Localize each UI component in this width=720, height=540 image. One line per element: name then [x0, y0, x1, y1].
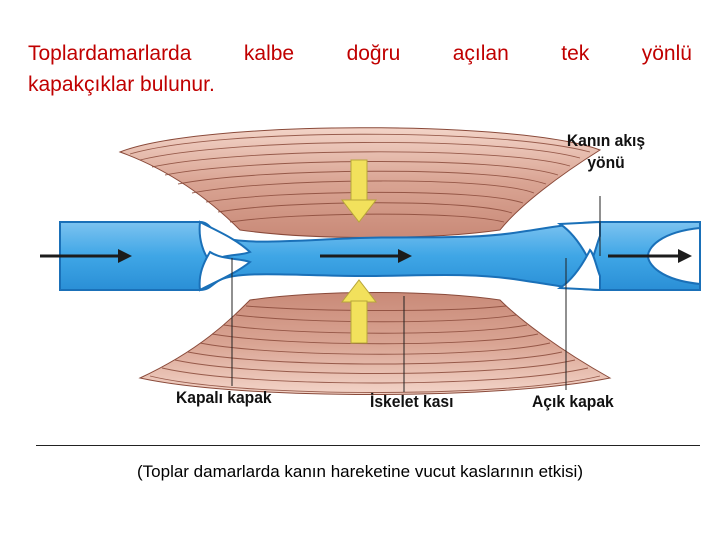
heading-word: tek: [561, 42, 590, 65]
open-valve-label: Açık kapak: [532, 392, 614, 411]
flow-direction-label-line-1: Kanın akış: [566, 131, 646, 150]
closed-valve: [198, 220, 252, 292]
flow-direction-label-line-2: yönü: [587, 153, 625, 172]
closed-valve-label: Kapalı kapak: [176, 388, 272, 407]
divider-line: [36, 445, 700, 446]
open-valve: [556, 220, 601, 292]
heading-line-2: kapakçıklar bulunur.: [28, 73, 215, 96]
vein-muscle-diagram: [40, 127, 701, 395]
pressure-arrow-down: [340, 159, 378, 223]
flow-direction-label: Kanın akış yönü: [560, 130, 652, 174]
heading-word: kalbe: [243, 42, 295, 65]
heading: Toplardamarlarda kalbe doğru açılan tek …: [28, 38, 692, 100]
heading-word: yönlü: [641, 42, 692, 65]
blood-flow-arrows: [40, 249, 692, 263]
heading-word: doğru: [346, 42, 401, 65]
heading-word: Toplardamarlarda: [28, 42, 192, 65]
label-leader-lines: [231, 196, 601, 392]
lower-muscle: [138, 292, 612, 395]
heading-line-1: Toplardamarlarda kalbe doğru açılan tek …: [28, 38, 692, 69]
figure-caption: (Toplar damarlarda kanın hareketine vucu…: [137, 462, 583, 481]
pressure-arrow-up: [340, 279, 378, 344]
heading-word: açılan: [452, 42, 509, 65]
skeletal-muscle-label: İskelet kası: [370, 392, 454, 411]
